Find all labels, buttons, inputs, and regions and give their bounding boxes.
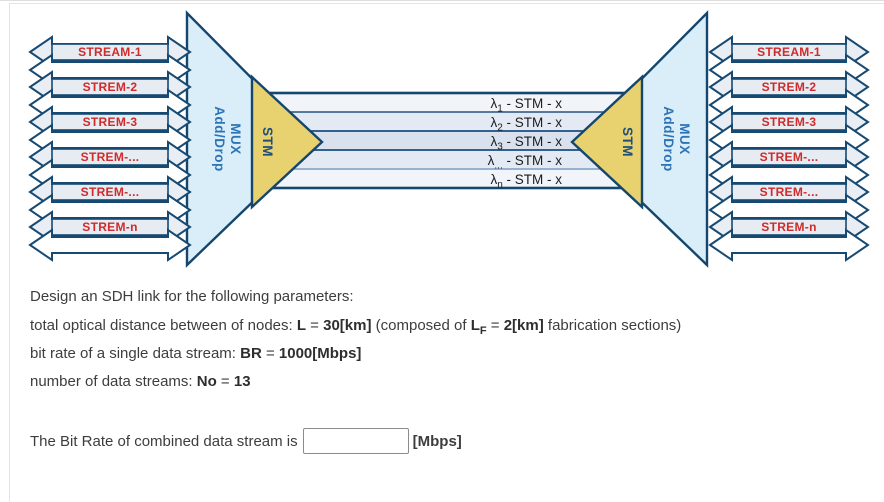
stream-label-box [51, 43, 169, 61]
lambda-label-4: λ... - STM - x [487, 153, 562, 172]
answer-unit: [Mbps] [412, 432, 462, 450]
left-mux-label-word1: Add/Drop [212, 106, 227, 172]
right-stm-triangle [570, 74, 644, 210]
lambda-lane-1 [254, 93, 642, 112]
answer-label: The Bit Rate of combined data stream is [30, 432, 298, 450]
top-border [9, 3, 884, 4]
stream-label-box [51, 148, 169, 166]
bottom-divider [0, 0, 884, 1]
stream-label-box [731, 78, 847, 96]
stream-label-right-2: STREM-2 [761, 80, 817, 94]
stream-label-left-1: STREAM-1 [78, 45, 142, 59]
stream-label-box [731, 148, 847, 166]
right-stream-arrows [708, 35, 870, 262]
stream-label-left-3: STREM-3 [82, 115, 138, 129]
lambda-lane-3 [254, 131, 642, 150]
stream-label-box [51, 183, 169, 201]
lambda-label-5: λn - STM - x [490, 172, 562, 191]
stream-arrow-return [28, 228, 192, 262]
problem-intro: Design an SDH link for the following par… [30, 288, 354, 305]
lambda-lane-2 [254, 112, 642, 131]
left-stream-arrows [28, 35, 192, 262]
right-mux-label-word2: MUX [677, 123, 692, 155]
stream-label-right-3: STREM-3 [761, 115, 817, 129]
bit-rate-input[interactable] [302, 428, 409, 454]
left-border [9, 3, 10, 502]
stream-label-right-4: STREM-... [759, 150, 819, 164]
param-bitrate: bit rate of a single data stream: BR = 1… [30, 345, 362, 362]
left-stm-triangle [250, 74, 324, 210]
lambda-lane-4 [254, 150, 642, 169]
right-mux-label-word1: Add/Drop [661, 106, 676, 172]
stream-label-right-1: STREAM-1 [757, 45, 821, 59]
lambda-label-1: λ1 - STM - x [490, 96, 562, 115]
stream-label-left-4: STREM-... [80, 150, 140, 164]
lambda-lane-5 [254, 169, 642, 188]
stream-label-left-2: STREM-2 [82, 80, 138, 94]
stream-label-box [51, 78, 169, 96]
stream-arrow-return [708, 228, 870, 262]
left-mux-label-word2: MUX [228, 123, 243, 155]
stream-label-box [731, 43, 847, 61]
diagram-shapes [28, 10, 870, 268]
sdh-link-diagram: STREAM-1 STREM-2 STREM-3 STREM-... STREM… [28, 10, 870, 268]
param-num-streams: number of data streams: No = 13 [30, 373, 251, 390]
stream-label-box [731, 113, 847, 131]
stream-label-box [731, 183, 847, 201]
left-stm-label: STM [260, 127, 275, 157]
stream-label-box [51, 218, 169, 236]
answer-row: The Bit Rate of combined data stream is … [30, 428, 462, 454]
stream-label-left-5: STREM-... [80, 185, 140, 199]
stream-label-right-5: STREM-... [759, 185, 819, 199]
stream-label-left-6: STREM-n [82, 220, 138, 234]
stream-label-box [51, 113, 169, 131]
lambda-label-2: λ2 - STM - x [490, 115, 562, 134]
right-stm-label: STM [620, 127, 635, 157]
param-distance: total optical distance between of nodes:… [30, 317, 682, 337]
lambda-label-3: λ3 - STM - x [490, 134, 562, 153]
stream-label-right-6: STREM-n [761, 220, 817, 234]
stream-label-box [731, 218, 847, 236]
